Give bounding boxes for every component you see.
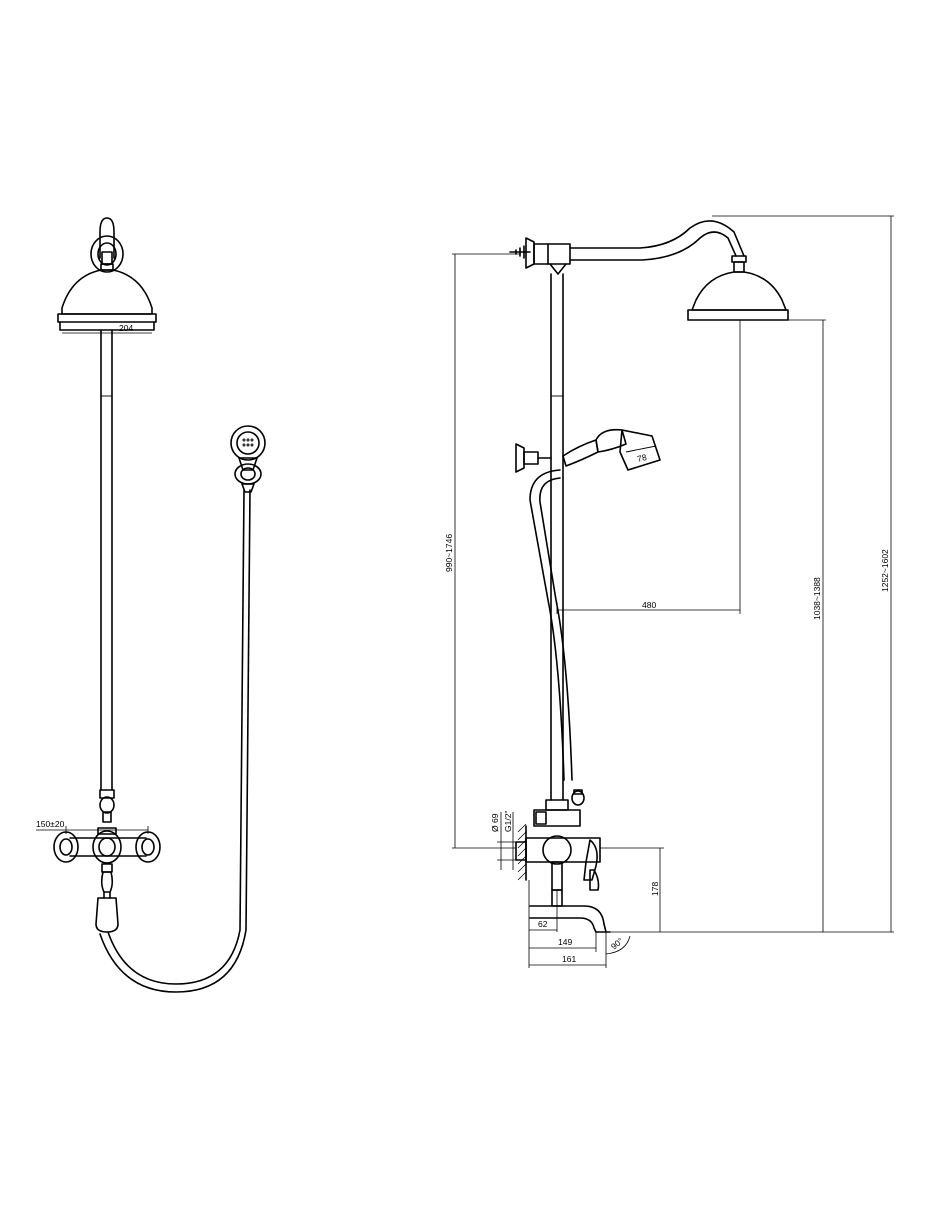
dim-head-diameter-label: 204	[119, 323, 133, 333]
dim-spout-angle-label: 90°	[609, 936, 625, 952]
front-handset	[230, 425, 266, 493]
dim-head-height: 1038~1388	[788, 319, 826, 932]
front-shower-head	[57, 217, 157, 331]
dim-rail-height: 990~1746	[444, 253, 520, 849]
side-hose	[529, 469, 573, 781]
side-shower-head	[687, 255, 789, 321]
dim-depth-body-label: 149	[558, 937, 572, 947]
side-slider-bracket	[515, 443, 552, 473]
front-riser-rail	[100, 329, 113, 791]
side-riser-rail	[550, 273, 564, 801]
dim-head-diameter: 204	[62, 323, 152, 334]
side-mixer	[515, 789, 601, 891]
side-view: 78	[444, 215, 894, 968]
front-diverter	[99, 789, 115, 823]
dim-rail-height-label: 990~1746	[444, 534, 454, 572]
side-top-wall-bracket	[509, 237, 571, 275]
dim-spout-height-label: 178	[650, 882, 660, 896]
side-handset: 78	[562, 428, 661, 471]
side-wall-hatch	[517, 823, 527, 881]
dim-inlet-thread-label: G1/2"	[503, 811, 513, 832]
dim-wall-flange-label: Ø 69	[490, 813, 500, 832]
dim-depth-wall-label: 62	[538, 919, 548, 929]
dim-handset-size-label: 78	[636, 452, 648, 464]
dim-inlet-details: Ø 69 G1/2"	[490, 811, 516, 870]
dim-inlet-spacing-label: 150±20	[36, 819, 65, 829]
dim-spout-angle: 90°	[605, 936, 631, 955]
dim-total-height: 1252~1602	[712, 215, 894, 932]
dim-arm-reach-label: 480	[642, 600, 656, 610]
front-mixer-body	[53, 827, 161, 864]
dim-head-height-label: 1038~1388	[812, 577, 822, 620]
dim-total-height-label: 1252~1602	[880, 549, 890, 592]
front-hose	[99, 489, 251, 993]
dim-depths: 62 149 161	[528, 880, 607, 968]
side-shower-arm	[569, 220, 745, 261]
dim-arm-reach: 480	[556, 320, 741, 614]
front-lever-and-spout	[95, 863, 119, 933]
front-view: 204	[36, 217, 266, 993]
dim-spout-height: 178	[600, 847, 664, 932]
dim-depth-spout-label: 161	[562, 954, 576, 964]
dim-inlet-spacing: 150±20	[36, 819, 149, 834]
